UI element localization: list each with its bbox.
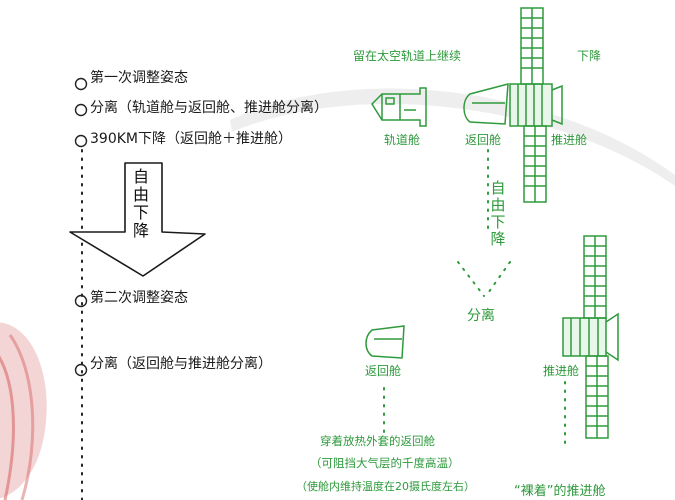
step-marker-3 [74, 134, 88, 148]
step-marker-2 [74, 103, 88, 117]
separation-line-left [457, 261, 485, 297]
propulsion-module-alone-icon [562, 235, 619, 439]
descend-label: 下降 [577, 49, 602, 63]
free-fall-arrow-label: 自由下降 [132, 167, 149, 240]
note-line-1: 穿着放热外套的返回舱 [320, 434, 435, 448]
propulsion-module-label-2: 推进舱 [543, 364, 580, 378]
separation-label: 分离 [467, 308, 495, 324]
step-marker-1 [74, 77, 88, 91]
step-label-3: 390KM下降（返回舱＋推进舱） [90, 131, 292, 147]
step-label-2: 分离（轨道舱与返回舱、推进舱分离） [90, 100, 328, 116]
orbital-module-label: 轨道舱 [384, 133, 421, 147]
propulsion-module-icon [509, 7, 563, 203]
step-marker-5 [74, 363, 88, 377]
free-fall-vertical-label: 自由下降 [490, 179, 506, 248]
orbit-stay-label: 留在太空轨道上继续 [353, 49, 462, 63]
return-capsule-icon [463, 83, 509, 125]
naked-propulsion-label: “裸着”的推进舱 [514, 484, 606, 499]
separation-line-right [485, 261, 511, 297]
step-marker-4 [74, 294, 88, 308]
note-line-2: （可阻挡大气层的千度高温） [310, 456, 460, 470]
balloon-icon [0, 322, 47, 500]
note-line-3: （使舱内维持温度在20摄氏度左右） [296, 480, 475, 493]
background-swoosh [230, 88, 675, 186]
return-capsule-label: 返回舱 [465, 133, 502, 147]
return-capsule-label-2: 返回舱 [365, 364, 402, 378]
orbital-module-icon [371, 87, 427, 127]
step-label-5: 分离（返回舱与推进舱分离） [90, 356, 272, 372]
propulsion-module-label: 推进舱 [551, 133, 588, 147]
return-capsule-alone-icon [365, 325, 405, 359]
step-label-1: 第一次调整姿态 [90, 70, 188, 86]
step-label-4: 第二次调整姿态 [90, 290, 188, 306]
